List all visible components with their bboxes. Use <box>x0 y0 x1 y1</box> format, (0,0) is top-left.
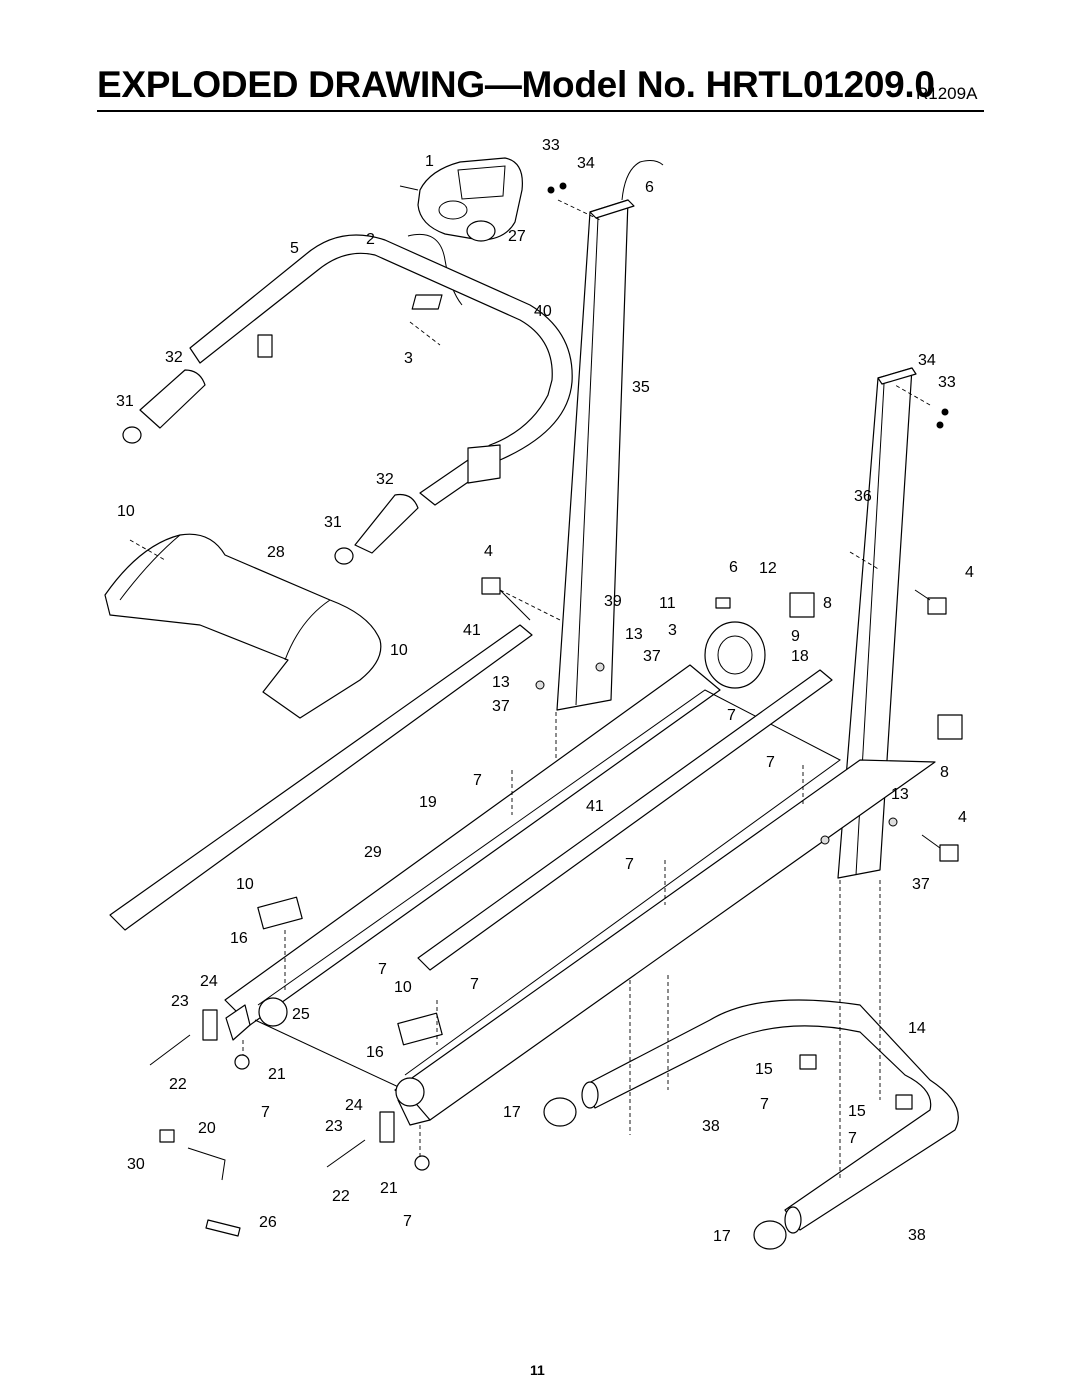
callout-25: 25 <box>292 1006 310 1023</box>
callout-27: 27 <box>508 228 526 245</box>
callout-24: 24 <box>200 973 218 990</box>
title-rule <box>97 110 984 112</box>
callout-23: 23 <box>171 993 189 1010</box>
callout-12: 12 <box>759 560 777 577</box>
callout-3: 3 <box>404 350 413 367</box>
callout-40: 40 <box>534 303 552 320</box>
callout-29: 29 <box>364 844 382 861</box>
callout-4: 4 <box>484 543 493 560</box>
callout-13: 13 <box>625 626 643 643</box>
drawing-revision-code: R1209A <box>916 84 978 103</box>
callout-17: 17 <box>713 1228 731 1245</box>
right-upright-part <box>837 367 917 879</box>
callout-10: 10 <box>236 876 254 893</box>
callout-7: 7 <box>403 1213 412 1230</box>
front-roller-part <box>704 621 766 689</box>
callout-13: 13 <box>891 786 909 803</box>
handrail-part <box>189 234 573 506</box>
callout-31: 31 <box>116 393 134 410</box>
callout-38: 38 <box>908 1227 926 1244</box>
hardware-parts <box>149 182 963 1237</box>
callout-21: 21 <box>268 1066 286 1083</box>
wheel-part <box>543 1097 787 1250</box>
callout-22: 22 <box>169 1076 187 1093</box>
callout-8: 8 <box>823 595 832 612</box>
alignment-lines <box>129 199 931 1180</box>
callout-32: 32 <box>376 471 394 488</box>
rear-roller-part <box>258 997 425 1107</box>
deck-strip <box>417 669 833 971</box>
treadmill-frame-part <box>224 664 936 1126</box>
callout-7: 7 <box>378 961 387 978</box>
callout-7: 7 <box>766 754 775 771</box>
callout-37: 37 <box>492 698 510 715</box>
callout-17: 17 <box>503 1104 521 1121</box>
callout-33: 33 <box>542 137 560 154</box>
callout-9: 9 <box>791 628 800 645</box>
callout-33: 33 <box>938 374 956 391</box>
callout-10: 10 <box>117 503 135 520</box>
callout-35: 35 <box>632 379 650 396</box>
callout-7: 7 <box>760 1096 769 1113</box>
callout-1: 1 <box>425 153 434 170</box>
callout-4: 4 <box>965 564 974 581</box>
callout-6: 6 <box>645 179 654 196</box>
callout-37: 37 <box>643 648 661 665</box>
callout-7: 7 <box>727 707 736 724</box>
callout-10: 10 <box>390 642 408 659</box>
callout-16: 16 <box>366 1044 384 1061</box>
page-title: EXPLODED DRAWING—Model No. HRTL01209.0 <box>97 64 935 105</box>
callout-41: 41 <box>586 798 604 815</box>
callout-2: 2 <box>366 231 375 248</box>
console-part <box>399 157 523 242</box>
callout-6: 6 <box>729 559 738 576</box>
callout-39: 39 <box>604 593 622 610</box>
callout-14: 14 <box>908 1020 926 1037</box>
upright-wire <box>621 160 664 201</box>
callout-15: 15 <box>848 1103 866 1120</box>
callout-31: 31 <box>324 514 342 531</box>
callout-10: 10 <box>394 979 412 996</box>
handrail-grip-right <box>334 493 419 565</box>
callout-7: 7 <box>470 976 479 993</box>
callout-24: 24 <box>345 1097 363 1114</box>
callout-28: 28 <box>267 544 285 561</box>
callout-3: 3 <box>668 622 677 639</box>
callout-13: 13 <box>492 674 510 691</box>
callout-16: 16 <box>230 930 248 947</box>
callout-38: 38 <box>702 1118 720 1135</box>
wire-harness <box>407 234 463 306</box>
callout-18: 18 <box>791 648 809 665</box>
callout-30: 30 <box>127 1156 145 1173</box>
walking-belt-strip <box>109 624 533 931</box>
callout-37: 37 <box>912 876 930 893</box>
callout-41: 41 <box>463 622 481 639</box>
callout-5: 5 <box>290 240 299 257</box>
callout-7: 7 <box>848 1130 857 1147</box>
callout-4: 4 <box>958 809 967 826</box>
callout-36: 36 <box>854 488 872 505</box>
callout-22: 22 <box>332 1188 350 1205</box>
callout-7: 7 <box>625 856 634 873</box>
part-callouts: 33 1 34 6 2 27 5 40 32 3 31 35 34 33 32 … <box>116 137 974 1245</box>
left-upright-part <box>556 199 635 711</box>
callout-7: 7 <box>473 772 482 789</box>
callout-26: 26 <box>259 1214 277 1231</box>
handrail-grip-left <box>122 369 206 444</box>
callout-21: 21 <box>380 1180 398 1197</box>
page-number: 11 <box>530 1362 545 1378</box>
callout-34: 34 <box>918 352 936 369</box>
callout-19: 19 <box>419 794 437 811</box>
callout-34: 34 <box>577 155 595 172</box>
callout-15: 15 <box>755 1061 773 1078</box>
base-frame-part <box>581 999 959 1234</box>
callout-32: 32 <box>165 349 183 366</box>
motor-hood-part <box>104 533 382 719</box>
callout-23: 23 <box>325 1118 343 1135</box>
callout-20: 20 <box>198 1120 216 1137</box>
callout-11: 11 <box>659 595 676 612</box>
callout-7: 7 <box>261 1104 270 1121</box>
callout-8: 8 <box>940 764 949 781</box>
